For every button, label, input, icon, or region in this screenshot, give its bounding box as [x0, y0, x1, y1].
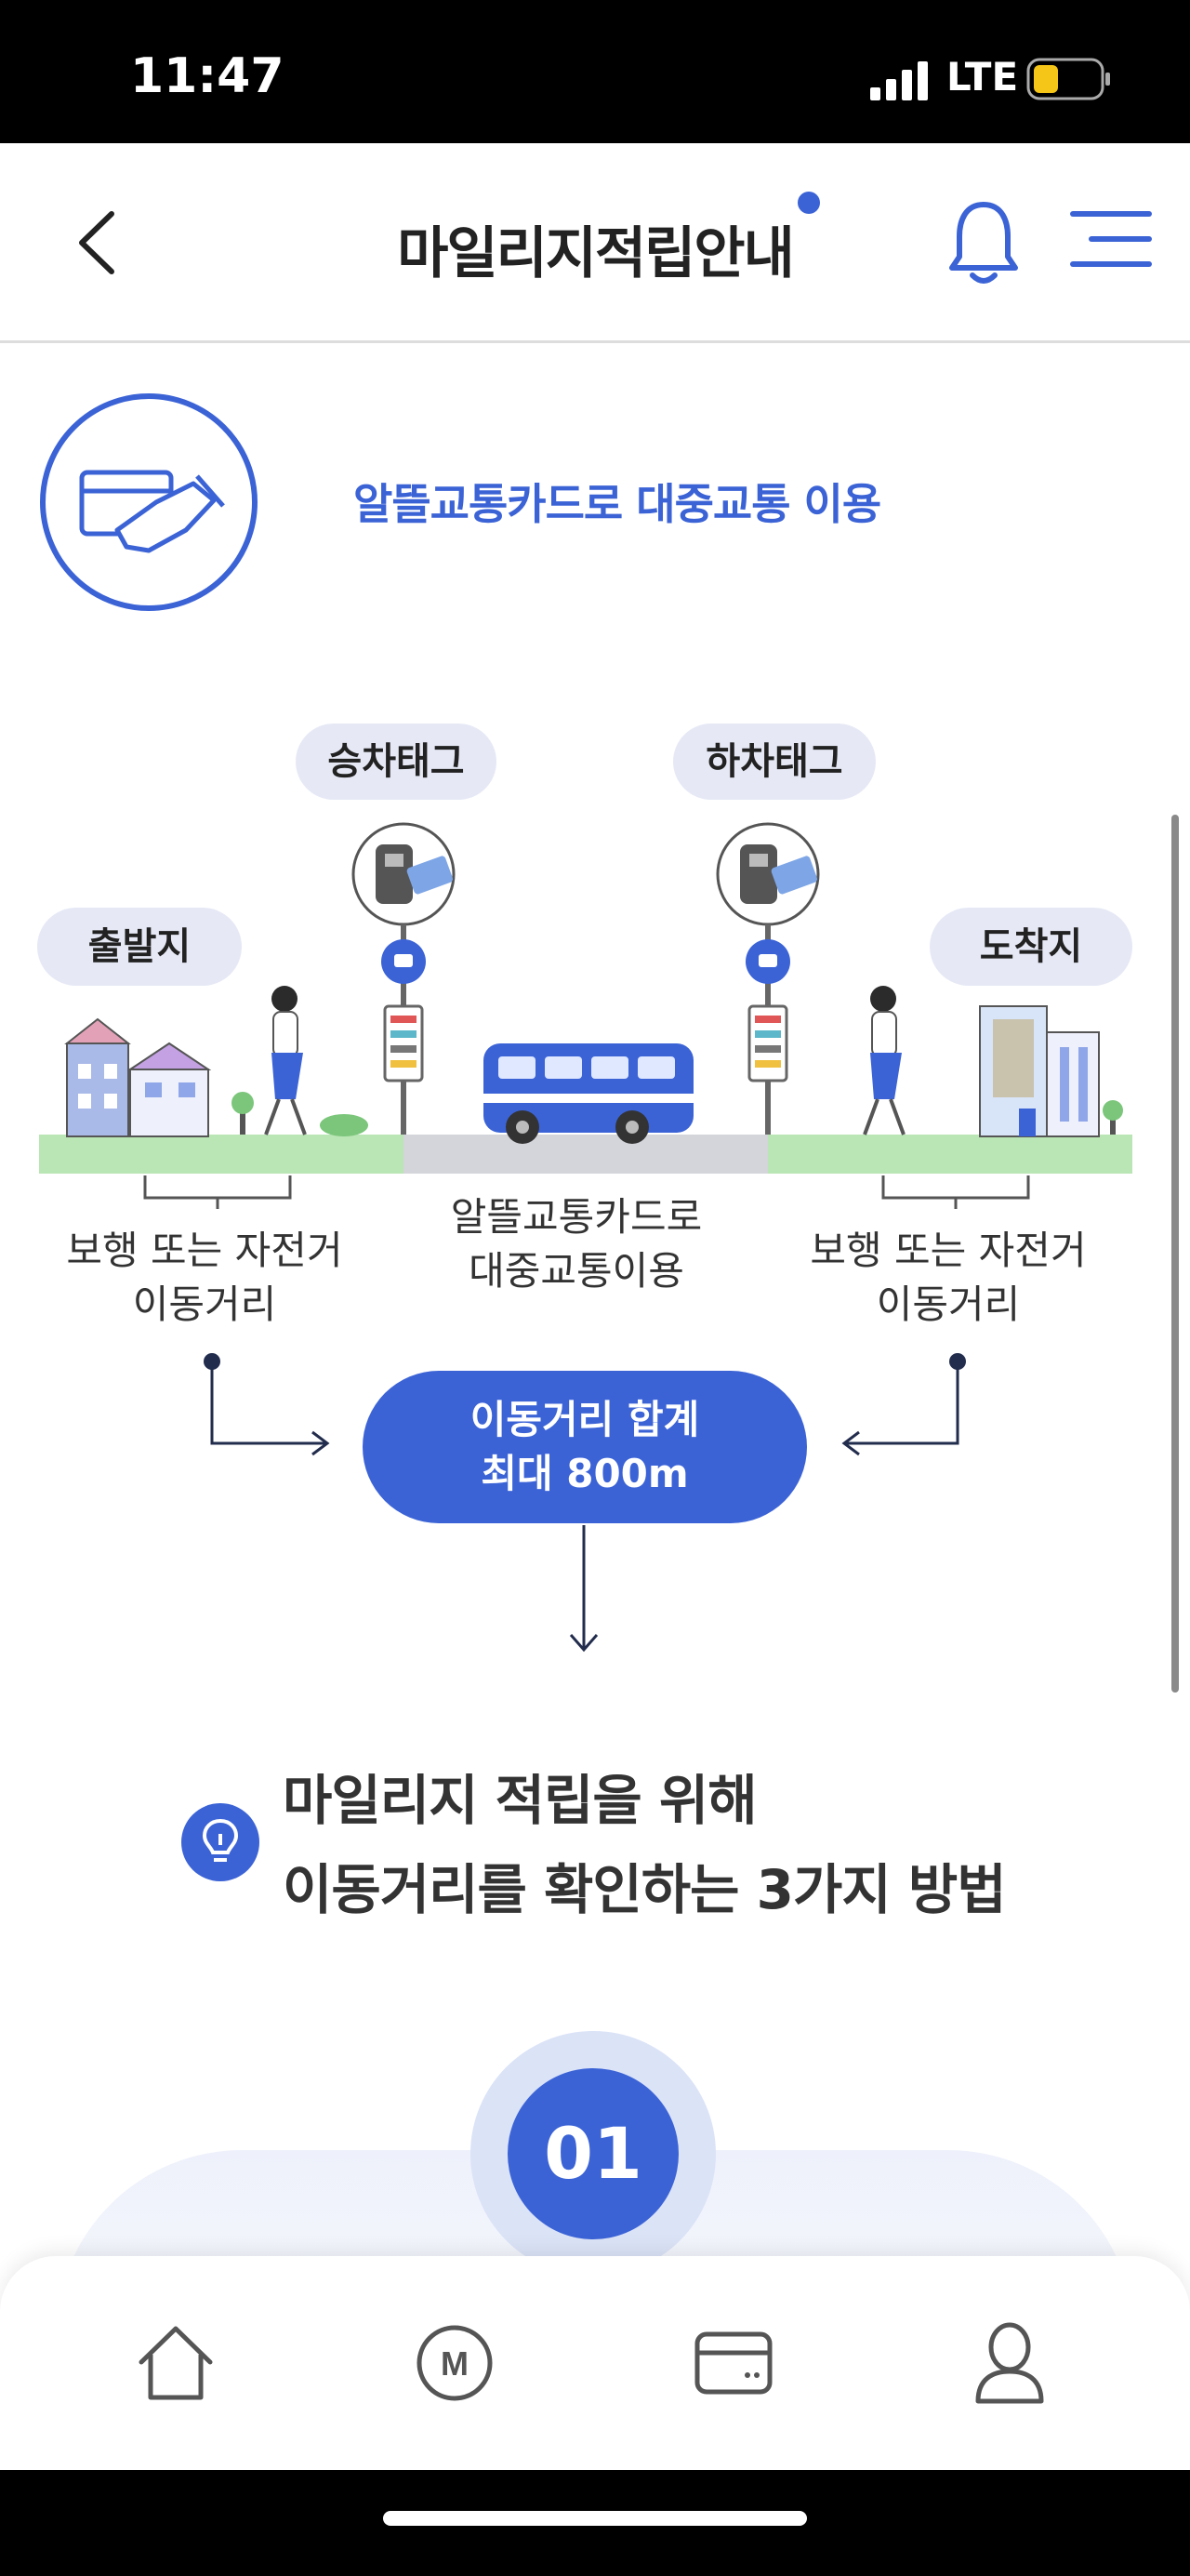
flow-arrows [204, 1353, 966, 1653]
profile-icon[interactable] [972, 2319, 1047, 2405]
home-indicator-area [0, 2470, 1190, 2576]
caption-line: 알뜰교통카드로 [450, 1194, 703, 1240]
back-arrow-icon[interactable] [74, 208, 121, 277]
transit-caption: 알뜰교통카드로 대중교통이용 [409, 1190, 744, 1298]
menu-icon[interactable] [1069, 208, 1153, 270]
caption-line: 보행 또는 자전거 [810, 1228, 1087, 1273]
caption-line: 이동거리 [132, 1281, 277, 1327]
card-handshake-icon [40, 393, 258, 611]
network-label: LTE [946, 54, 1019, 100]
origin-label: 출발지 [37, 908, 242, 986]
caption-line: 보행 또는 자전거 [66, 1228, 343, 1273]
tip-line: 이동거리를 확인하는 3가지 방법 [283, 1858, 1007, 1921]
walk-right-caption: 보행 또는 자전거 이동거리 [781, 1224, 1116, 1332]
transit-illustration [39, 822, 1132, 1209]
card-reader-icon [716, 822, 820, 926]
alight-tag-label: 하차태그 [673, 724, 876, 800]
tip-heading: 마일리지 적립을 위해 이동거리를 확인하는 3가지 방법 [283, 1756, 1007, 1934]
bell-icon[interactable] [946, 195, 1021, 288]
lightbulb-icon [181, 1803, 259, 1881]
step-number-badge: 01 [508, 2068, 679, 2239]
svg-text:M: M [441, 2344, 469, 2383]
tip-line: 마일리지 적립을 위해 [283, 1769, 758, 1832]
scrollbar[interactable] [1171, 815, 1179, 1693]
page-title: 마일리지적립안내 [397, 221, 795, 286]
mileage-icon[interactable]: M [415, 2323, 495, 2403]
intro-heading: 알뜰교통카드로 대중교통 이용 [353, 479, 881, 529]
destination-label: 도착지 [930, 908, 1132, 986]
bus-icon [483, 1043, 694, 1144]
caption-line: 대중교통이용 [469, 1248, 684, 1294]
total-line: 이동거리 합계 [469, 1397, 700, 1442]
app-header: 마일리지적립안내 [0, 143, 1190, 343]
total-line: 최대 800m [481, 1451, 689, 1496]
notification-dot-icon [798, 192, 820, 214]
bottom-nav: M [0, 2256, 1190, 2470]
home-icon[interactable] [136, 2323, 216, 2403]
home-indicator[interactable] [383, 2511, 807, 2526]
board-tag-label: 승차태그 [296, 724, 496, 800]
signal-icon [870, 61, 928, 100]
card-icon[interactable] [694, 2329, 774, 2397]
distance-total-badge: 이동거리 합계 최대 800m [363, 1371, 807, 1523]
walk-left-caption: 보행 또는 자전거 이동거리 [37, 1224, 372, 1332]
card-reader-icon [351, 822, 456, 926]
battery-icon [1026, 58, 1110, 100]
status-bar: 11:47 LTE [0, 0, 1190, 143]
status-time: 11:47 [130, 48, 284, 104]
caption-line: 이동거리 [876, 1281, 1021, 1327]
